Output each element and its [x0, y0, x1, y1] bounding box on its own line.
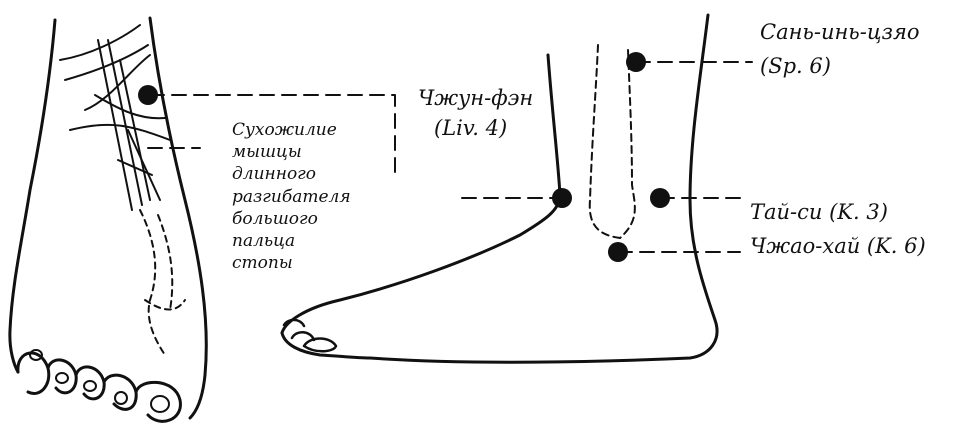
point-zhao-hai — [608, 242, 628, 262]
tendon-line: пальца — [232, 230, 351, 252]
tendon-line: большого — [232, 208, 351, 230]
label-san-yin-jiao-name: Сань-инь-цзяо — [760, 22, 920, 43]
front-toenails — [30, 350, 169, 412]
front-tendon-dashed — [140, 210, 185, 355]
side-tendon-dashed — [590, 45, 635, 238]
label-zhong-feng-code: (Liv. 4) — [434, 118, 507, 139]
tendon-line: стопы — [232, 252, 351, 274]
tendon-line: Сухожилие — [232, 119, 351, 141]
tendon-line: длинного — [232, 163, 351, 185]
tendon-line: мышцы — [232, 141, 351, 163]
point-zhong-feng-side — [552, 188, 572, 208]
front-foot-outline — [10, 18, 206, 421]
label-tai-xi: Тай-си (K. 3) — [750, 202, 888, 223]
label-zhong-feng-name: Чжун-фэн — [418, 88, 533, 109]
point-zhong-feng — [138, 85, 158, 105]
label-tendon: Сухожилие мышцы длинного разгибателя бол… — [232, 119, 351, 274]
label-san-yin-jiao-code: (Sp. 6) — [760, 56, 831, 77]
point-tai-xi — [650, 188, 670, 208]
point-san-yin-jiao — [626, 52, 646, 72]
tendon-line: разгибателя — [232, 186, 351, 208]
label-zhao-hai: Чжао-хай (K. 6) — [750, 236, 926, 257]
